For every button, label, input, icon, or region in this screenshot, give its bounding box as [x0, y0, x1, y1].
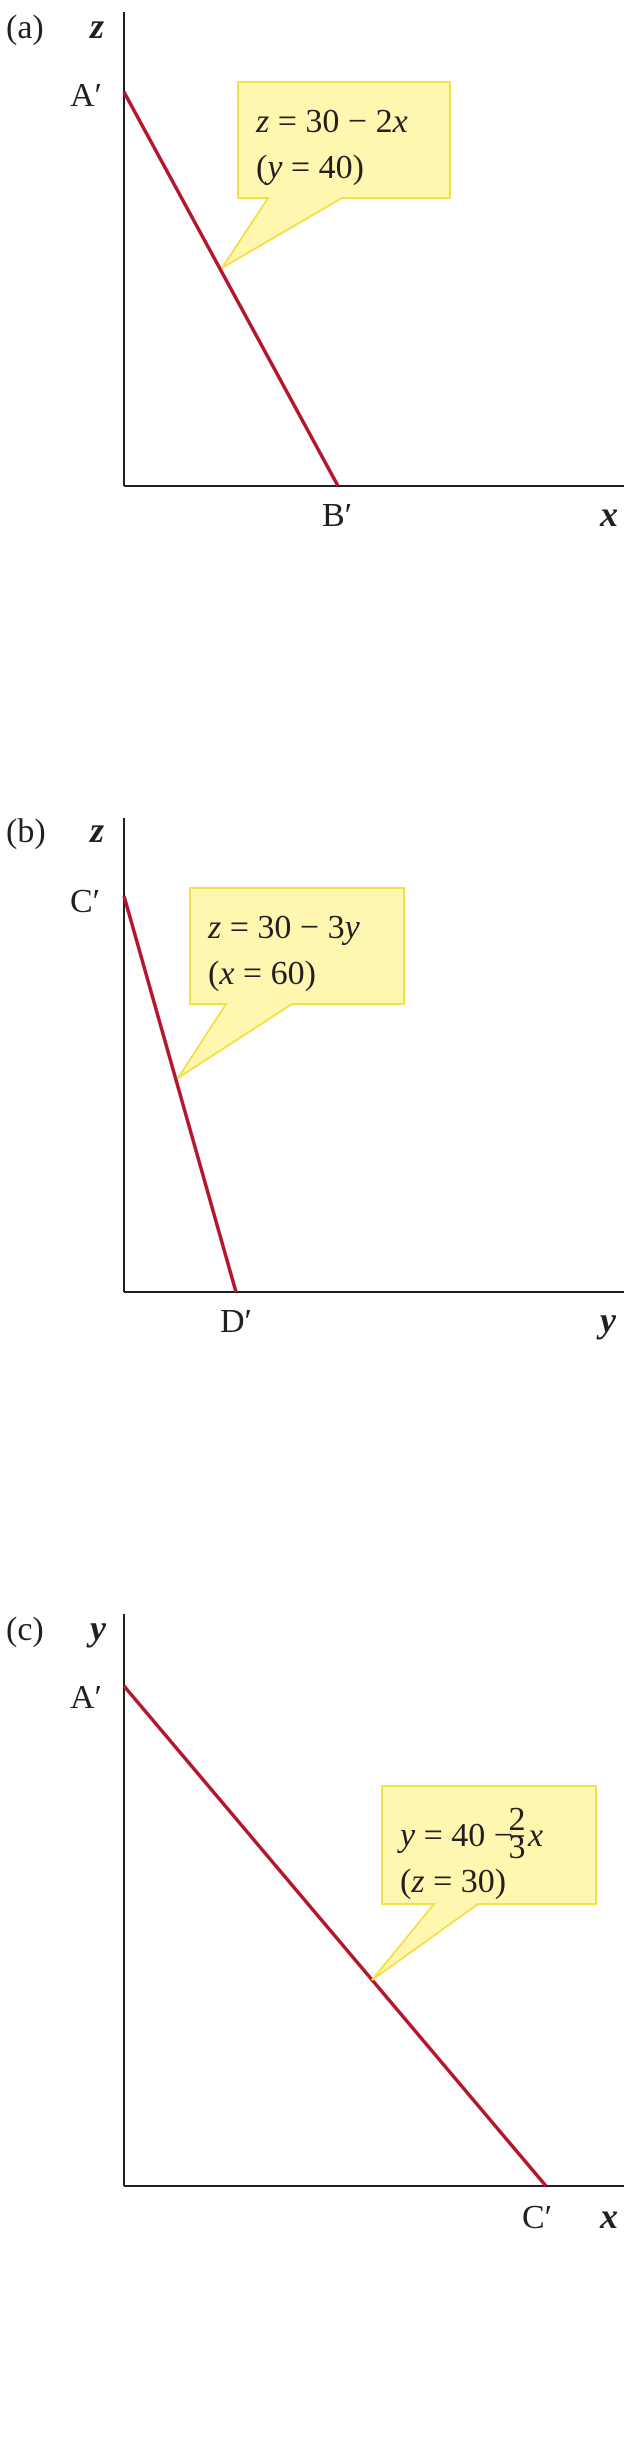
panel-c-callout: y = 40 − 2 3 x (z = 30) — [371, 1785, 597, 1981]
panel-c-cond-var: z — [410, 1863, 424, 1900]
panel-c-frac-denominator: 3 — [509, 1829, 526, 1866]
panel-c-x-axis-label: x — [599, 2196, 618, 2236]
panel-b-cond-rest: = 60) — [234, 955, 316, 992]
panel-c-y-axis-label: y — [86, 1608, 107, 1648]
panel-b-equation: z = 30 − 3y — [207, 909, 361, 946]
panel-a-constraint-line — [122, 91, 340, 487]
panel-c-eq-rhs: = 40 − — [415, 1817, 513, 1854]
panel-a-cond-open: ( — [256, 149, 267, 186]
panel-b-eq-var: y — [342, 909, 361, 946]
panel-c-eq-var: x — [527, 1817, 543, 1854]
panel-a-point-bottom-label: B′ — [322, 497, 352, 534]
panel-a-eq-var: x — [392, 103, 408, 140]
panel-b-callout-bubble — [177, 887, 405, 1079]
panel-a-cond-var: y — [264, 149, 283, 186]
panel-c-eq-lhs: y — [397, 1817, 416, 1854]
panel-a-point-top-label: A′ — [70, 77, 102, 114]
panel-c-frac-numerator: 2 — [509, 1801, 526, 1838]
panel-b-callout: z = 30 − 3y (x = 60) — [177, 887, 405, 1079]
panel-a: (a) z A′ B′ x z = 30 − 2x (y = 40) — [6, 6, 624, 534]
panel-a-eq-lhs: z — [255, 103, 269, 140]
panel-c-condition: (z = 30) — [400, 1863, 506, 1900]
panel-c-point-bottom-label: C′ — [522, 2199, 552, 2236]
panel-c: (c) y A′ C′ x y = 40 − 2 3 x (z = 30) — [6, 1608, 624, 2236]
panel-b-y-axis-label: z — [88, 810, 104, 850]
panel-b-constraint-line — [122, 895, 238, 1293]
panel-c-equation: y = 40 − — [397, 1817, 513, 1854]
panel-b-eq-lhs: z — [207, 909, 221, 946]
panel-a-x-axis-label: x — [599, 494, 618, 534]
panel-b: (b) z C′ D′ y z = 30 − 3y (x = 60) — [6, 810, 624, 1340]
panel-c-callout-bubble — [371, 1785, 597, 1981]
panel-b-cond-var: x — [218, 955, 234, 992]
panel-c-tag: (c) — [6, 1611, 44, 1648]
panel-a-tag: (a) — [6, 9, 44, 46]
panel-b-cond-open: ( — [208, 955, 219, 992]
panel-a-cond-rest: = 40) — [282, 149, 364, 186]
panel-c-cond-rest: = 30) — [425, 1863, 507, 1900]
panel-a-callout: z = 30 − 2x (y = 40) — [221, 81, 451, 269]
panel-a-y-axis-label: z — [88, 6, 104, 46]
panel-b-point-top-label: C′ — [70, 883, 100, 920]
panel-a-callout-bubble — [221, 81, 451, 269]
panel-a-eq-rhs: = 30 − 2 — [269, 103, 392, 140]
panel-b-tag: (b) — [6, 813, 46, 850]
panel-b-condition: (x = 60) — [208, 955, 316, 992]
panel-b-eq-rhs: = 30 − 3 — [221, 909, 344, 946]
panel-b-point-bottom-label: D′ — [220, 1303, 252, 1340]
panel-c-constraint-line — [122, 1684, 548, 2188]
panel-a-condition: (y = 40) — [256, 149, 364, 186]
panel-b-x-axis-label: y — [596, 1300, 617, 1340]
panel-a-equation: z = 30 − 2x — [255, 103, 408, 140]
panel-c-point-top-label: A′ — [70, 1679, 102, 1716]
panel-c-cond-open: ( — [400, 1863, 411, 1900]
